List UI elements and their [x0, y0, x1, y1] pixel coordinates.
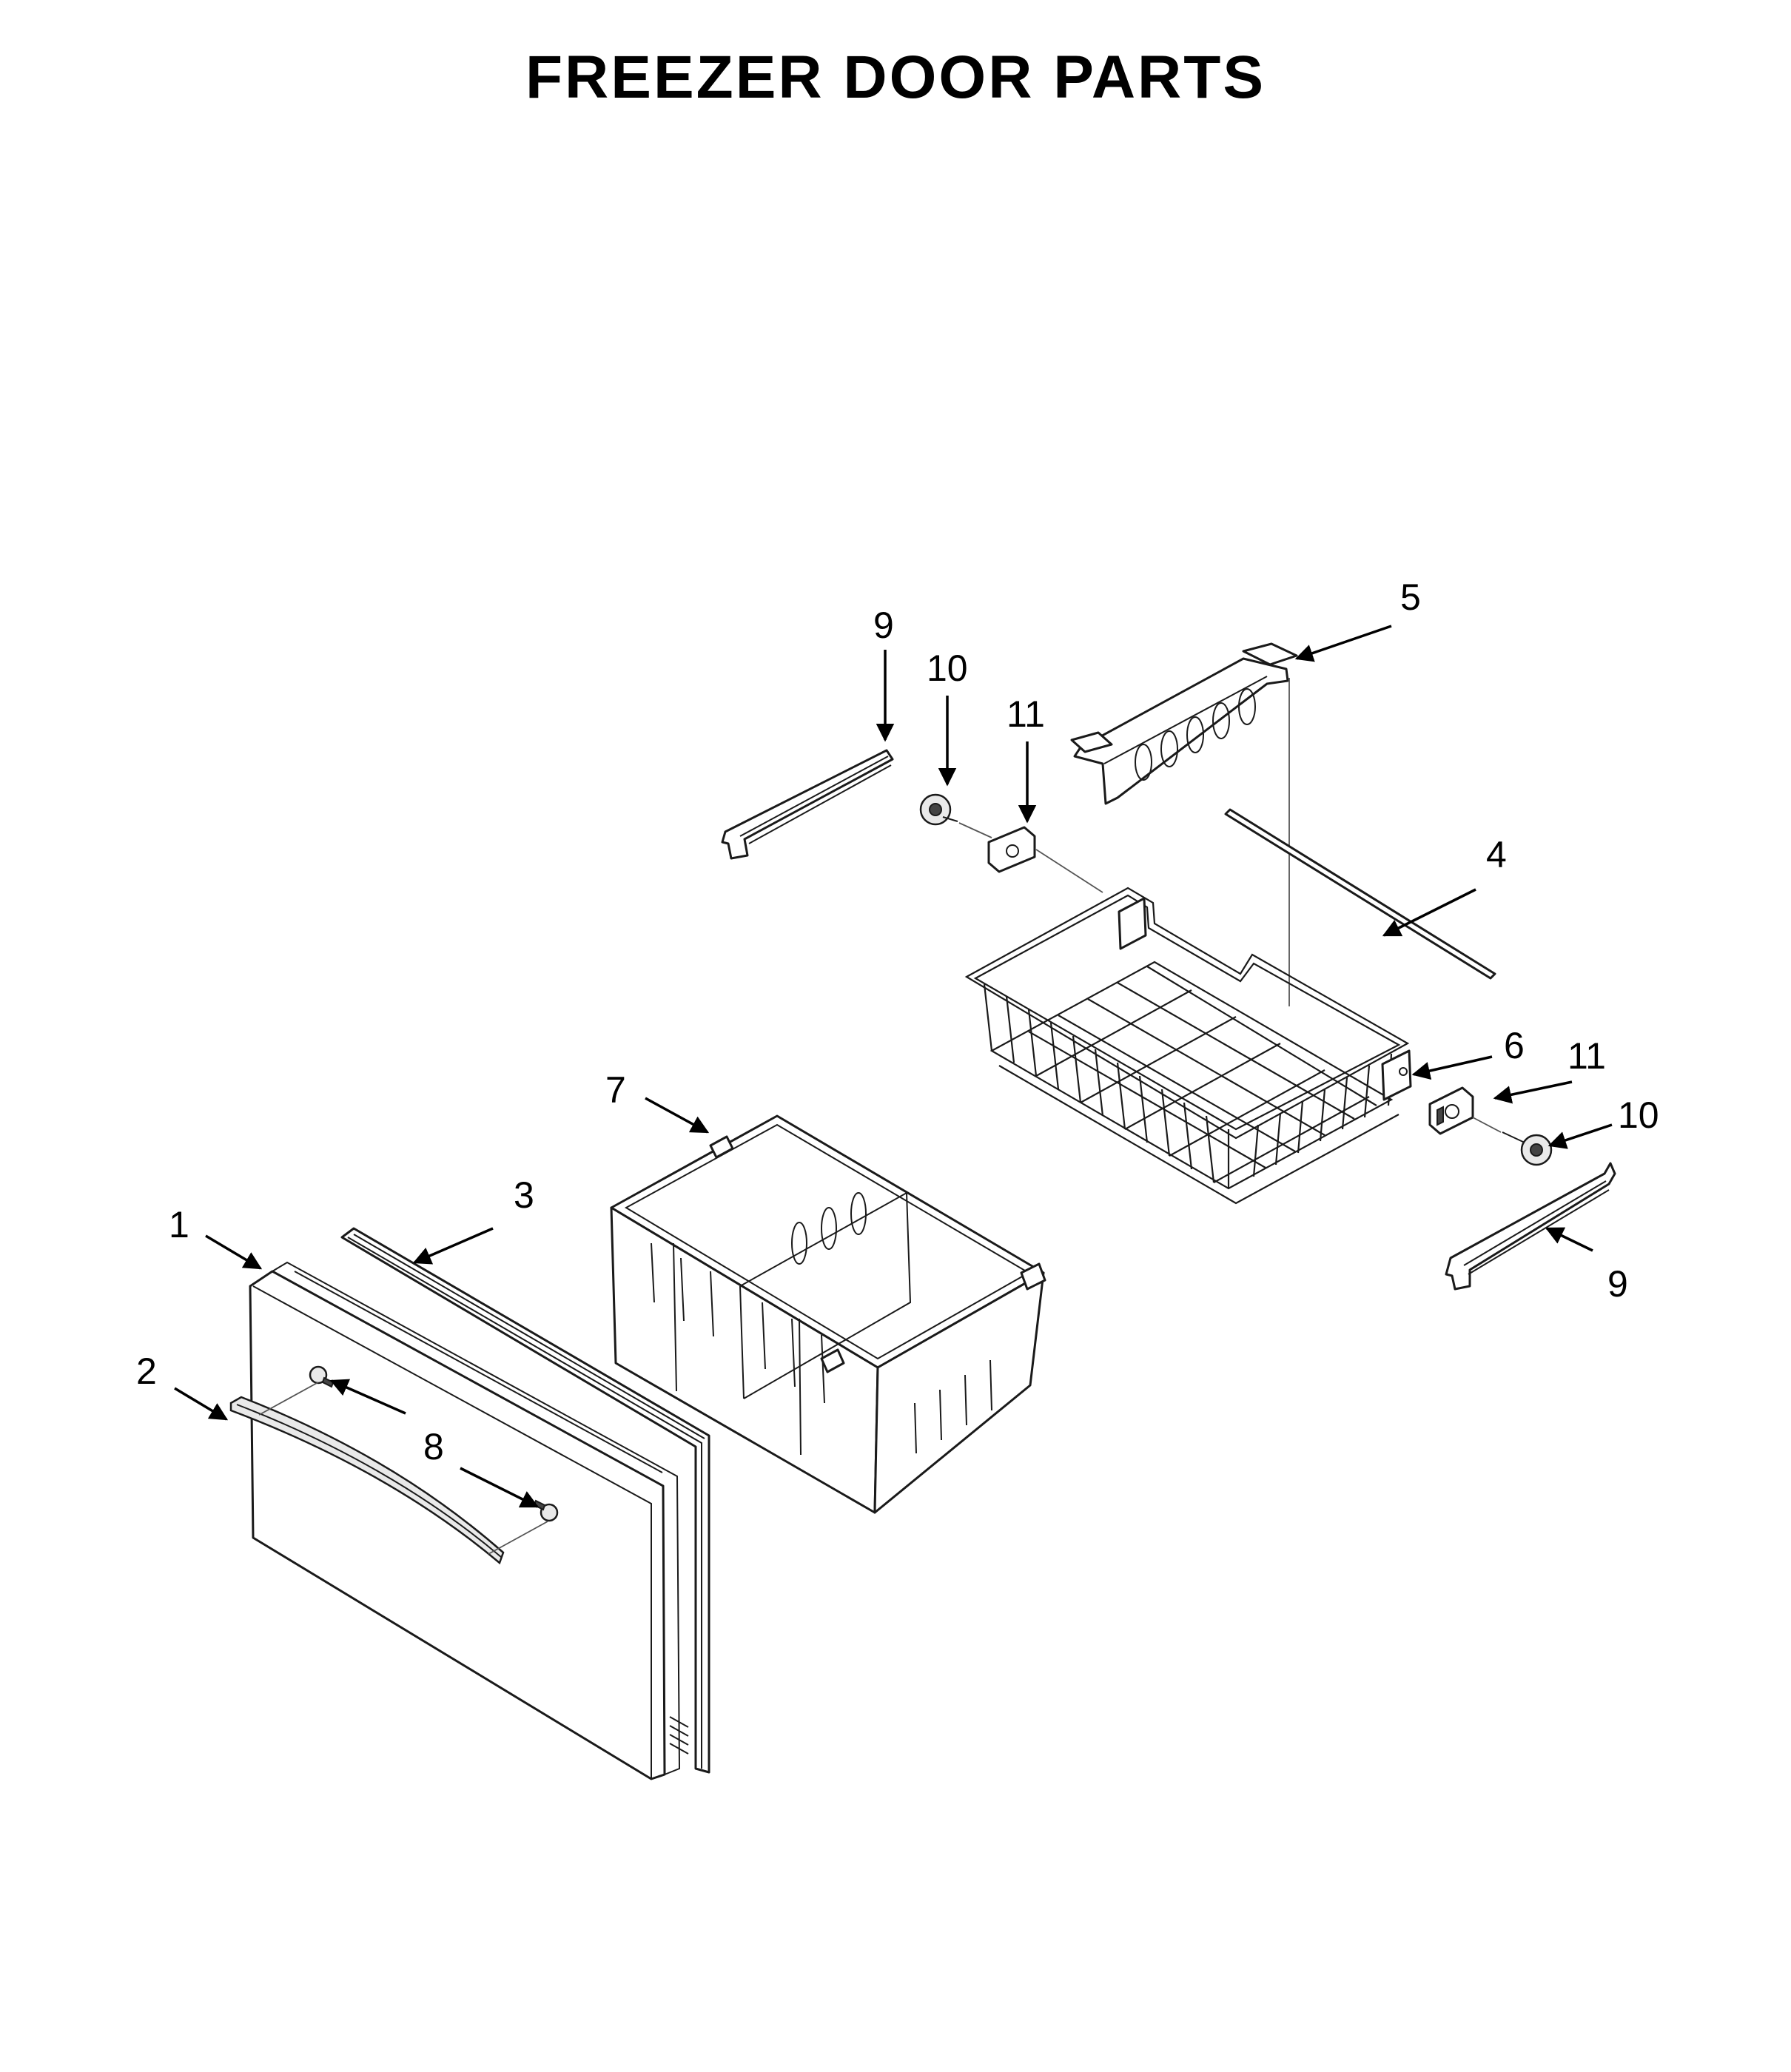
gear-part-top [919, 793, 992, 838]
door-gasket-part [340, 1227, 710, 1774]
leader-arrows [174, 625, 1613, 1508]
callout-1: 1 [169, 1204, 189, 1245]
slide-rail-part-right [1445, 1162, 1616, 1291]
gear-part-bottom [1502, 1131, 1553, 1166]
callout-labels: 1 2 3 4 5 6 7 8 9 9 10 10 11 11 [136, 576, 1659, 1467]
callout-4: 4 [1486, 834, 1507, 875]
wire-basket-part [964, 887, 1412, 1205]
callout-9-bottom: 9 [1607, 1263, 1628, 1305]
screw-part-a [258, 1365, 335, 1416]
callout-10-bottom: 10 [1618, 1094, 1659, 1136]
callout-7: 7 [605, 1069, 626, 1111]
rod-part [1224, 808, 1496, 980]
callout-11-top: 11 [1007, 693, 1045, 735]
page-title: FREEZER DOOR PARTS [525, 44, 1266, 111]
callout-11-bottom: 11 [1567, 1035, 1606, 1077]
callout-5: 5 [1400, 576, 1421, 618]
callout-2: 2 [136, 1350, 157, 1392]
bracket-part-bottom [1428, 1086, 1502, 1135]
bracket-part-top [987, 826, 1103, 893]
callout-3: 3 [514, 1174, 534, 1216]
callout-9-top: 9 [873, 605, 894, 646]
freezer-bin-part [610, 1114, 1046, 1514]
callout-8: 8 [423, 1426, 444, 1467]
callout-6: 6 [1504, 1025, 1525, 1066]
slide-rail-part-left [721, 749, 894, 860]
callout-10-top: 10 [927, 648, 968, 689]
basket-divider-part [1070, 642, 1298, 1006]
handle-trim-part [229, 1396, 505, 1565]
